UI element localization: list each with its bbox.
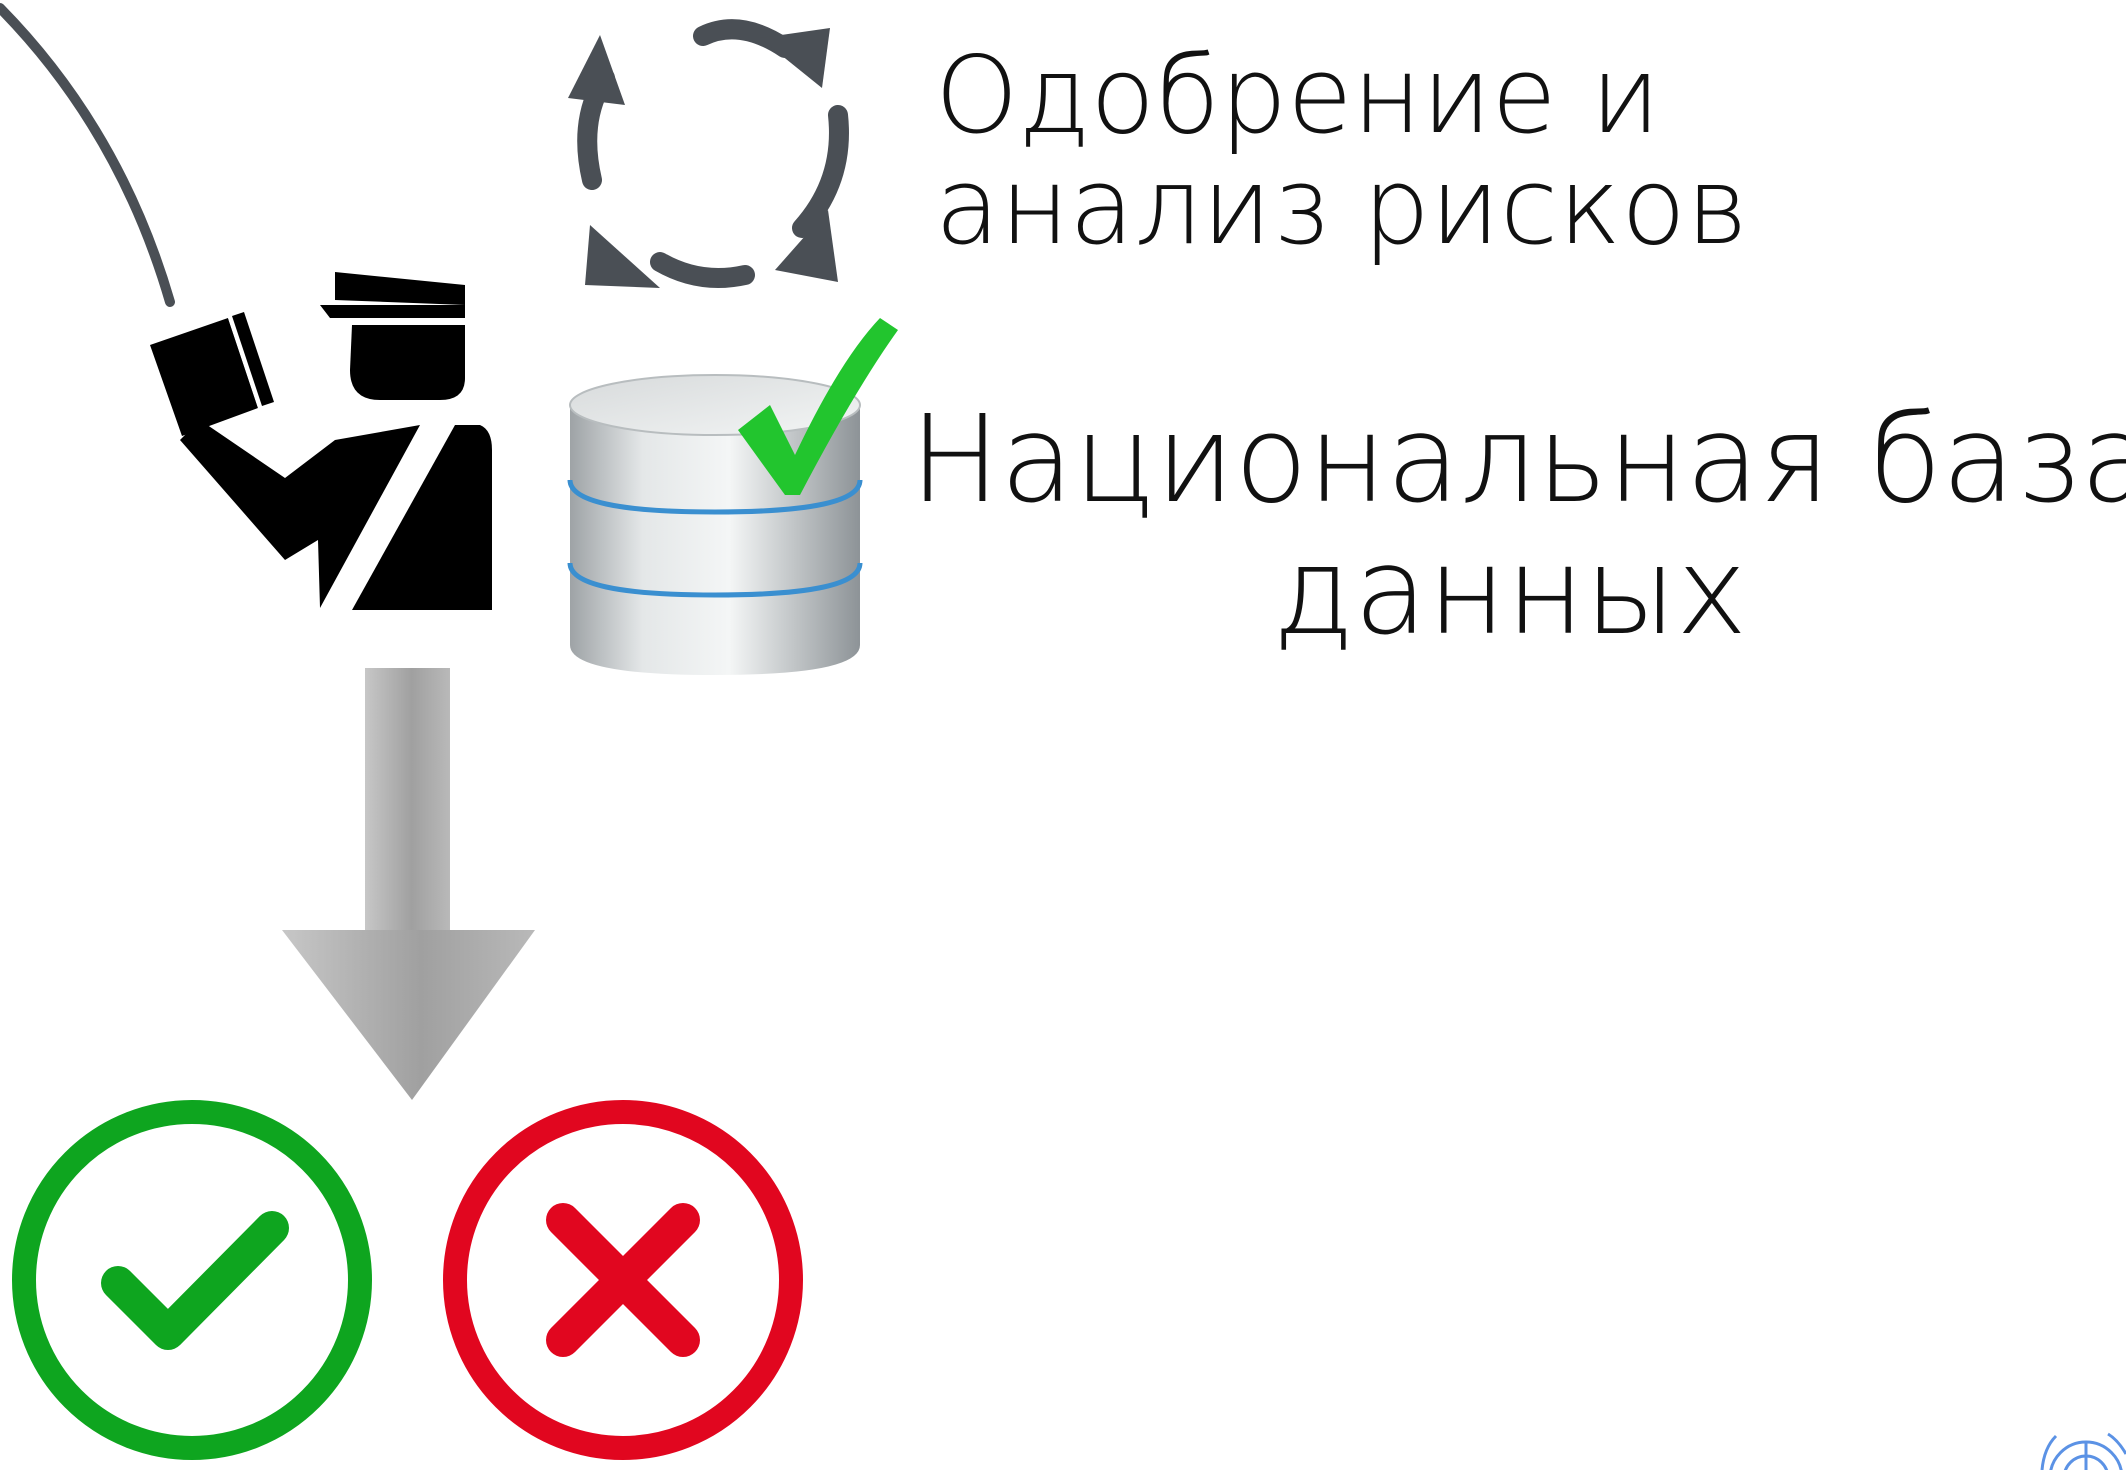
down-arrow-icon	[282, 668, 535, 1100]
national-database-line-1: Национальная база	[910, 391, 2126, 530]
un-emblem-icon	[2040, 1432, 2126, 1470]
curved-connector-line	[0, 3, 175, 307]
cycle-arrowheads	[568, 28, 838, 288]
risk-analysis-label: Одобрение и анализ рисков	[935, 40, 1748, 263]
border-officer-icon	[150, 272, 492, 610]
green-checkmark-icon	[738, 318, 898, 495]
risk-analysis-line-1: Одобрение и	[935, 34, 1661, 157]
approve-circle-icon[interactable]	[12, 1100, 372, 1460]
national-database-line-2: данных	[1272, 523, 1748, 662]
risk-analysis-line-2: анализ рисков	[935, 145, 1749, 269]
national-database-label: Национальная база данных	[910, 391, 2126, 662]
reject-circle-icon[interactable]	[443, 1100, 803, 1460]
